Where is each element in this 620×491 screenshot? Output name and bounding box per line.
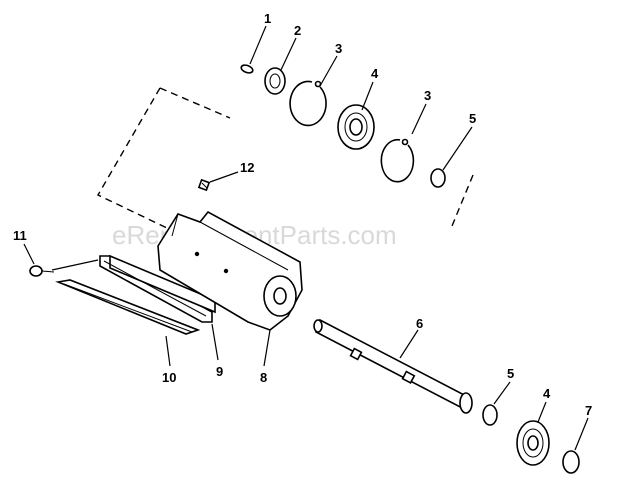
part-4-bearing-upper <box>337 104 375 150</box>
callout-10: 10 <box>162 370 176 385</box>
callout-1: 1 <box>264 11 271 26</box>
part-5-snap-ring-lower <box>482 404 498 426</box>
callout-12: 12 <box>240 160 254 175</box>
callout-4-upper: 4 <box>371 66 379 81</box>
part-9-gib <box>99 254 216 323</box>
part-2-bearing <box>264 67 286 95</box>
part-1-key <box>240 64 254 74</box>
part-7-retaining-ring <box>562 450 580 474</box>
callout-5-upper: 5 <box>469 111 476 126</box>
callout-8: 8 <box>260 370 267 385</box>
callout-7: 7 <box>585 403 592 418</box>
callout-5-lower: 5 <box>507 366 514 381</box>
part-5-snap-ring-upper <box>430 168 446 188</box>
part-4-bearing-lower <box>516 420 550 466</box>
callout-4-lower: 4 <box>543 386 551 401</box>
callout-11: 11 <box>13 228 27 243</box>
callout-labels: 1 2 3 4 3 5 12 11 6 5 4 7 10 9 8 <box>13 11 592 418</box>
part-10-knife <box>55 279 201 335</box>
part-3-retaining-ring-upper <box>289 80 327 127</box>
part-6-shaft <box>313 318 473 414</box>
callout-6: 6 <box>416 316 423 331</box>
callout-3-upper: 3 <box>335 41 342 56</box>
callout-3-lower: 3 <box>424 88 431 103</box>
part-12-screw <box>197 178 211 192</box>
callout-2: 2 <box>294 23 301 38</box>
part-8-cutterhead <box>157 210 303 331</box>
leader-lines <box>23 25 589 451</box>
part-3-retaining-ring-lower <box>380 138 415 183</box>
part-11-screw <box>29 265 55 277</box>
callout-9: 9 <box>216 364 223 379</box>
kit-bracket <box>97 87 474 263</box>
